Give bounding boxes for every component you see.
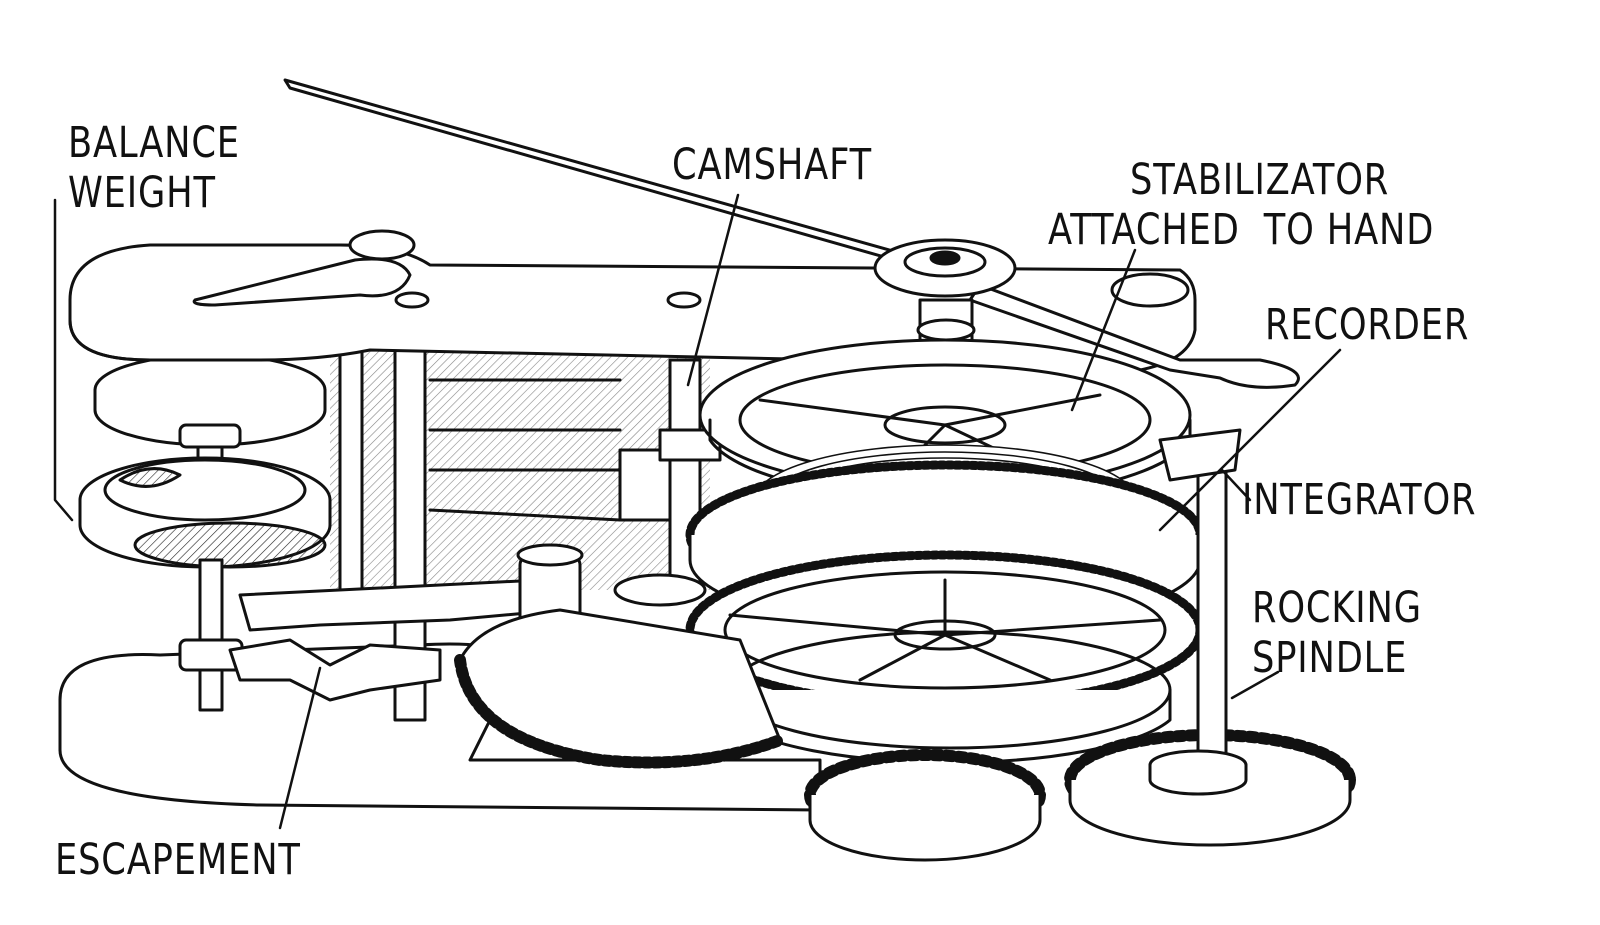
label-rocking-spindle: ROCKING SPINDLE bbox=[1252, 583, 1422, 683]
label-recorder: RECORDER bbox=[1265, 300, 1469, 350]
leader-recorder bbox=[1158, 348, 1342, 532]
label-balance-weight: BALANCE WEIGHT bbox=[68, 118, 240, 218]
label-rocking-spindle-line1: ROCKING bbox=[1252, 583, 1422, 633]
leader-camshaft bbox=[686, 193, 740, 387]
rocking-spindle-drawing bbox=[1148, 428, 1248, 796]
leader-balance-weight bbox=[53, 198, 74, 522]
label-camshaft-text: CAMSHAFT bbox=[672, 140, 872, 190]
label-balance-weight-line2: WEIGHT bbox=[68, 168, 216, 218]
label-stabilizator: STABILIZATOR ATTACHED TO HAND bbox=[1048, 155, 1434, 255]
label-rocking-spindle-line2: SPINDLE bbox=[1252, 633, 1408, 683]
label-escapement-text: ESCAPEMENT bbox=[55, 835, 301, 885]
balance-weight-drawing bbox=[78, 353, 332, 569]
label-integrator: INTEGRATOR bbox=[1242, 475, 1476, 525]
label-stabilizator-line1: STABILIZATOR bbox=[1130, 155, 1390, 205]
label-balance-weight-line1: BALANCE bbox=[68, 118, 240, 168]
lower-gears bbox=[454, 608, 1356, 862]
leader-integrator bbox=[1220, 468, 1252, 502]
escapement-drawing bbox=[178, 543, 584, 712]
label-camshaft: CAMSHAFT bbox=[672, 140, 872, 190]
leader-rocking-spindle bbox=[1230, 670, 1280, 700]
leader-escapement bbox=[278, 666, 322, 830]
indicator-hand bbox=[283, 78, 1300, 389]
label-escapement: ESCAPEMENT bbox=[55, 835, 301, 885]
label-integrator-text: INTEGRATOR bbox=[1242, 475, 1477, 525]
label-recorder-text: RECORDER bbox=[1265, 300, 1470, 350]
leader-lines bbox=[53, 193, 1342, 830]
stabilizator-wheel bbox=[698, 338, 1192, 502]
leader-stabilizator bbox=[1070, 248, 1137, 412]
label-stabilizator-line2: ATTACHED TO HAND bbox=[1048, 205, 1435, 255]
